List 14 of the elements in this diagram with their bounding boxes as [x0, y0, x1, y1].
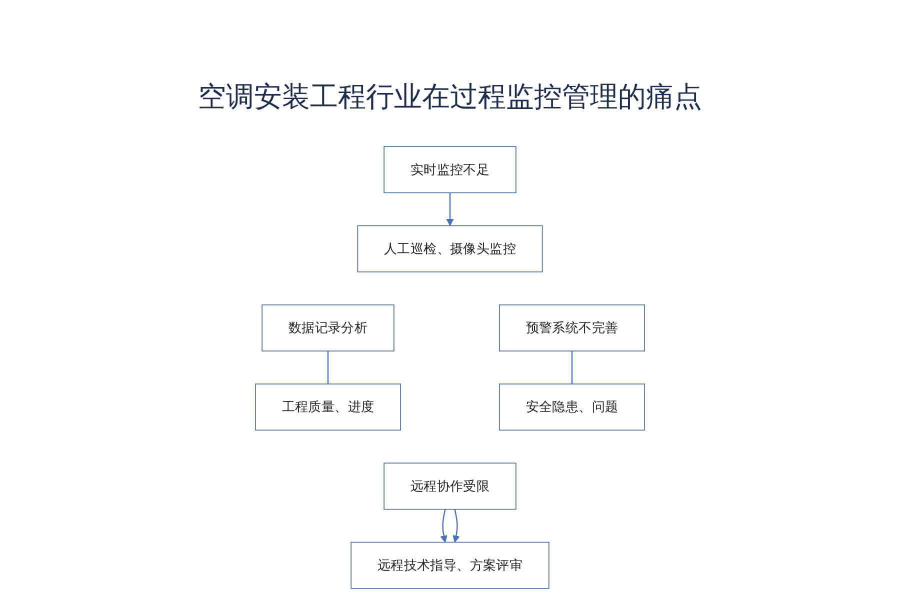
node-box: 远程技术指导、方案评审	[350, 542, 550, 589]
connector	[571, 351, 573, 384]
arrow	[440, 509, 448, 543]
node-box: 人工巡检、摄像头监控	[357, 225, 543, 272]
node-box: 预警系统不完善	[499, 304, 645, 352]
node-box: 实时监控不足	[384, 146, 516, 194]
node-box: 远程协作受限	[384, 462, 516, 510]
connector	[327, 351, 329, 384]
arrow	[446, 192, 454, 226]
node-box: 数据记录分析	[262, 304, 394, 352]
node-box: 工程质量、进度	[255, 384, 401, 431]
node-box: 安全隐患、问题	[499, 384, 645, 431]
title: 空调安装工程行业在过程监控管理的痛点	[197, 79, 703, 115]
arrow	[452, 509, 460, 543]
